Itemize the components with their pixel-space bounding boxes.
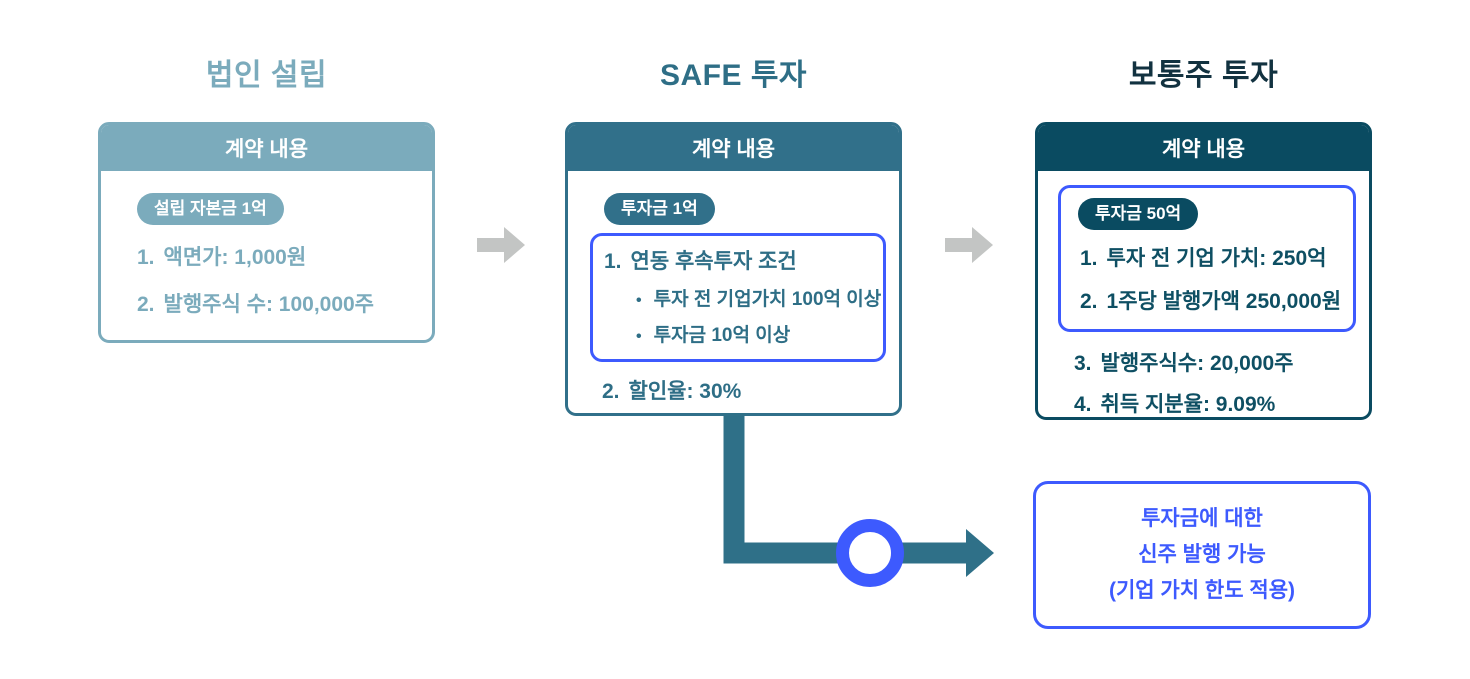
highlight-box-follow-on-conditions: 1. 연동 후속투자 조건 • 투자 전 기업가치 100억 이상 • 투자금 … — [590, 233, 886, 362]
list-item: 1. 액면가: 1,000원 — [137, 241, 414, 271]
item-number: 1. — [1080, 247, 1098, 270]
list-item: 1. 연동 후속투자 조건 — [604, 245, 883, 275]
note-line: 신주 발행 가능 — [1138, 543, 1266, 566]
bullet-item: • 투자 전 기업가치 100억 이상 — [636, 284, 883, 311]
list-item: 2. 1주당 발행가액 250,000원 — [1080, 285, 1353, 315]
bullet-text: 투자 전 기업가치 100억 이상 — [653, 289, 882, 310]
item-list: 1. 액면가: 1,000원 2. 발행주식 수: 100,000주 — [137, 241, 414, 318]
item-text: 발행주식수: 20,000주 — [1100, 352, 1294, 375]
note-line: 투자금에 대한 — [1141, 507, 1263, 530]
item-text: 발행주식 수: 100,000주 — [163, 293, 375, 316]
highlight-box-investment-terms: 투자금 50억 1. 투자 전 기업 가치: 250억 2. 1주당 발행가액 … — [1058, 185, 1356, 332]
stage-title-safe-investment: SAFE 투자 — [659, 59, 808, 92]
card-body: 설립 자본금 1억 1. 액면가: 1,000원 2. 발행주식 수: 100,… — [101, 171, 432, 318]
investment-badge: 투자금 50억 — [1078, 198, 1199, 230]
investment-badge: 투자금 1억 — [604, 193, 715, 225]
list-item: 3. 발행주식수: 20,000주 — [1074, 347, 1351, 377]
stage-title-common-stock: 보통주 투자 — [1128, 59, 1279, 92]
stage-title-incorporation: 법인 설립 — [205, 59, 328, 92]
item-text: 할인율: 30% — [628, 380, 742, 403]
list-item: 2. 할인율: 30% — [602, 375, 881, 405]
item-text: 액면가: 1,000원 — [163, 246, 307, 269]
item-number: 4. — [1074, 393, 1092, 416]
card-common-stock-investment: 계약 내용 투자금 50억 1. 투자 전 기업 가치: 250억 2. 1주당… — [1035, 122, 1372, 420]
item-list: 2. 할인율: 30% 3. 기업 가치 한도: 200억 — [602, 375, 881, 413]
bullet-item: • 투자금 10억 이상 — [636, 320, 883, 347]
note-line: (기업 가치 한도 적용) — [1108, 579, 1296, 602]
item-text: 투자 전 기업 가치: 250억 — [1106, 247, 1327, 270]
item-number: 1. — [137, 246, 155, 269]
flow-connector — [723, 413, 994, 587]
item-list: 1. 투자 전 기업 가치: 250억 2. 1주당 발행가액 250,000원 — [1080, 242, 1353, 315]
list-item: 1. 투자 전 기업 가치: 250억 — [1080, 242, 1353, 272]
item-text: 1주당 발행가액 250,000원 — [1106, 290, 1342, 313]
item-number: 2. — [1080, 290, 1098, 313]
bullet-text: 투자금 10억 이상 — [653, 325, 791, 346]
card-header: 계약 내용 — [101, 125, 432, 171]
item-number: 2. — [602, 380, 620, 403]
item-number: 1. — [604, 250, 622, 273]
card-safe-investment: 계약 내용 투자금 1억 1. 연동 후속투자 조건 • 투자 전 기업가치 1… — [565, 122, 902, 416]
card-incorporation: 계약 내용 설립 자본금 1억 1. 액면가: 1,000원 2. 발행주식 수… — [98, 122, 435, 343]
item-number: 2. — [137, 293, 155, 316]
card-body: 투자금 50억 1. 투자 전 기업 가치: 250억 2. 1주당 발행가액 … — [1038, 171, 1369, 417]
bullet-marker: • — [636, 292, 642, 309]
arrow-right-icon — [477, 227, 525, 263]
item-list: 3. 발행주식수: 20,000주 4. 취득 지분율: 9.09% — [1074, 347, 1351, 417]
list-item: 4. 취득 지분율: 9.09% — [1074, 388, 1351, 417]
card-body: 투자금 1억 1. 연동 후속투자 조건 • 투자 전 기업가치 100억 이상… — [568, 171, 899, 413]
item-text: 연동 후속투자 조건 — [630, 250, 797, 273]
capital-badge: 설립 자본금 1억 — [137, 193, 284, 225]
circle-node-icon — [836, 519, 904, 587]
item-number: 3. — [1074, 352, 1092, 375]
bullet-marker: • — [636, 328, 642, 345]
card-header: 계약 내용 — [1038, 125, 1369, 171]
item-text: 취득 지분율: 9.09% — [1100, 393, 1276, 416]
arrow-right-icon — [945, 227, 993, 263]
card-header: 계약 내용 — [568, 125, 899, 171]
note-box-new-share-issue: 투자금에 대한 신주 발행 가능 (기업 가치 한도 적용) — [1033, 481, 1371, 629]
list-item: 2. 발행주식 수: 100,000주 — [137, 288, 414, 318]
connector-arrowhead-icon — [966, 529, 994, 577]
